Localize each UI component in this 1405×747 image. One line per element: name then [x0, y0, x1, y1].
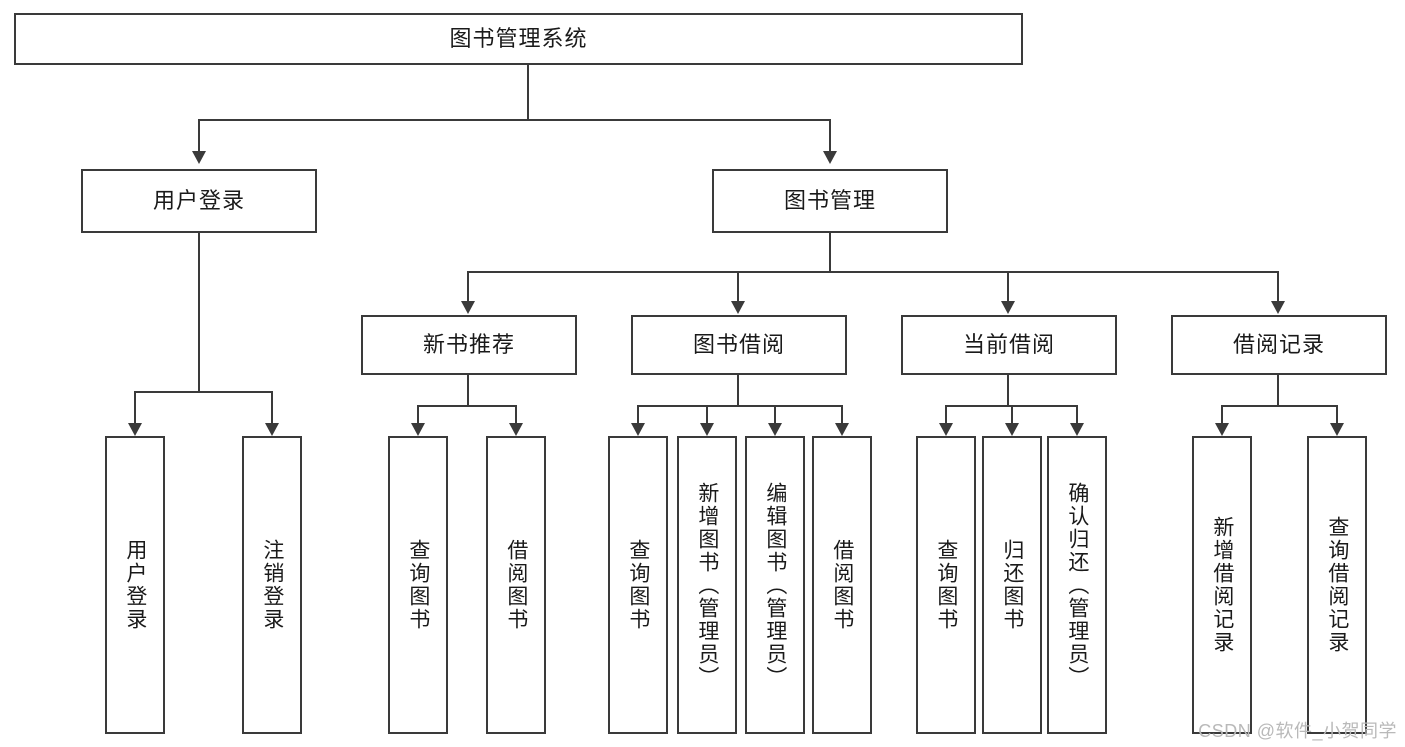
node-label: 借阅记录	[1232, 331, 1325, 357]
connector-root-left-drop	[198, 119, 200, 151]
leaf-label: 借阅图书	[504, 539, 528, 631]
connector-bm-drop-1	[467, 271, 469, 303]
connector-current-drop-1	[945, 405, 947, 423]
node-book-borrow[interactable]: 图书借阅	[631, 315, 847, 375]
connector-record-drop-1	[1221, 405, 1223, 423]
leaf-borrow-query-book[interactable]: 查询图书	[608, 436, 668, 734]
node-current-borrow[interactable]: 当前借阅	[901, 315, 1117, 375]
connector-current-drop-2	[1011, 405, 1013, 423]
arrowhead-book-borrow	[731, 301, 745, 314]
node-label: 图书借阅	[692, 331, 785, 357]
connector-user-login-drop-1	[134, 391, 136, 423]
leaf-label: 查询图书	[626, 539, 650, 631]
leaf-label: 查询图书	[934, 539, 958, 631]
leaf-label: 查询图书	[406, 539, 430, 631]
arrowhead-borrow-record	[1271, 301, 1285, 314]
node-root-system[interactable]: 图书管理系统	[14, 13, 1023, 65]
arrowhead-leaf-current-1	[939, 423, 953, 436]
arrowhead-user-login	[192, 151, 206, 164]
leaf-current-confirm-return-admin[interactable]: 确认归还（管理员）	[1047, 436, 1107, 734]
node-label: 图书管理系统	[449, 25, 588, 51]
leaf-recommend-borrow-book[interactable]: 借阅图书	[486, 436, 546, 734]
arrowhead-leaf-borrow-4	[835, 423, 849, 436]
connector-bm-drop-4	[1277, 271, 1279, 303]
connector-recommend-drop-2	[515, 405, 517, 423]
connector-recommend-drop-1	[417, 405, 419, 423]
node-book-management[interactable]: 图书管理	[712, 169, 948, 233]
node-label: 图书管理	[783, 187, 876, 213]
leaf-borrow-borrow-book[interactable]: 借阅图书	[812, 436, 872, 734]
leaf-label: 新增借阅记录	[1210, 516, 1234, 654]
leaf-label: 归还图书	[1000, 539, 1024, 631]
connector-book-management-bar	[467, 271, 1279, 273]
arrowhead-book-management	[823, 151, 837, 164]
arrowhead-leaf-user-login-2	[265, 423, 279, 436]
connector-bm-drop-2	[737, 271, 739, 303]
connector-borrow-drop-4	[841, 405, 843, 423]
connector-borrow-drop-2	[706, 405, 708, 423]
connector-book-management-stem	[829, 233, 831, 271]
arrowhead-leaf-borrow-1	[631, 423, 645, 436]
arrowhead-leaf-user-login-1	[128, 423, 142, 436]
leaf-current-return-book[interactable]: 归还图书	[982, 436, 1042, 734]
arrowhead-leaf-current-2	[1005, 423, 1019, 436]
leaf-user-login-login[interactable]: 用户登录	[105, 436, 165, 734]
node-label: 新书推荐	[422, 331, 515, 357]
connector-user-login-drop-2	[271, 391, 273, 423]
connector-borrow-drop-3	[774, 405, 776, 423]
connector-recommend-bar	[417, 405, 517, 407]
leaf-label: 编辑图书（管理员）	[763, 481, 787, 689]
connector-record-stem	[1277, 375, 1279, 405]
connector-record-bar	[1221, 405, 1338, 407]
connector-user-login-stem	[198, 233, 200, 391]
node-label: 当前借阅	[962, 331, 1055, 357]
node-user-login[interactable]: 用户登录	[81, 169, 317, 233]
node-new-book-recommend[interactable]: 新书推荐	[361, 315, 577, 375]
connector-current-stem	[1007, 375, 1009, 405]
leaf-label: 注销登录	[260, 539, 284, 631]
arrowhead-leaf-borrow-3	[768, 423, 782, 436]
csdn-watermark: CSDN @软件_小贺同学	[1198, 721, 1397, 741]
leaf-user-login-logout[interactable]: 注销登录	[242, 436, 302, 734]
connector-borrow-bar	[637, 405, 843, 407]
arrowhead-leaf-recommend-1	[411, 423, 425, 436]
connector-root-right-drop	[829, 119, 831, 151]
node-label: 用户登录	[152, 187, 245, 213]
arrowhead-leaf-current-3	[1070, 423, 1084, 436]
arrowhead-leaf-borrow-2	[700, 423, 714, 436]
leaf-borrow-edit-book-admin[interactable]: 编辑图书（管理员）	[745, 436, 805, 734]
connector-borrow-drop-1	[637, 405, 639, 423]
arrowhead-new-book-recommend	[461, 301, 475, 314]
leaf-record-query-record[interactable]: 查询借阅记录	[1307, 436, 1367, 734]
leaf-label: 新增图书（管理员）	[695, 481, 719, 689]
leaf-recommend-query-book[interactable]: 查询图书	[388, 436, 448, 734]
connector-root-bar	[198, 119, 830, 121]
leaf-current-query-book[interactable]: 查询图书	[916, 436, 976, 734]
leaf-label: 确认归还（管理员）	[1065, 481, 1089, 689]
connector-bm-drop-3	[1007, 271, 1009, 303]
leaf-label: 借阅图书	[830, 539, 854, 631]
arrowhead-leaf-record-1	[1215, 423, 1229, 436]
leaf-borrow-add-book-admin[interactable]: 新增图书（管理员）	[677, 436, 737, 734]
arrowhead-leaf-record-2	[1330, 423, 1344, 436]
connector-borrow-stem	[737, 375, 739, 405]
arrowhead-current-borrow	[1001, 301, 1015, 314]
connector-record-drop-2	[1336, 405, 1338, 423]
connector-user-login-bar	[134, 391, 273, 393]
leaf-record-add-record[interactable]: 新增借阅记录	[1192, 436, 1252, 734]
leaf-label: 查询借阅记录	[1325, 516, 1349, 654]
leaf-label: 用户登录	[123, 539, 147, 631]
connector-recommend-stem	[467, 375, 469, 405]
connector-root-stem	[527, 65, 529, 119]
node-borrow-record[interactable]: 借阅记录	[1171, 315, 1387, 375]
connector-current-drop-3	[1076, 405, 1078, 423]
arrowhead-leaf-recommend-2	[509, 423, 523, 436]
